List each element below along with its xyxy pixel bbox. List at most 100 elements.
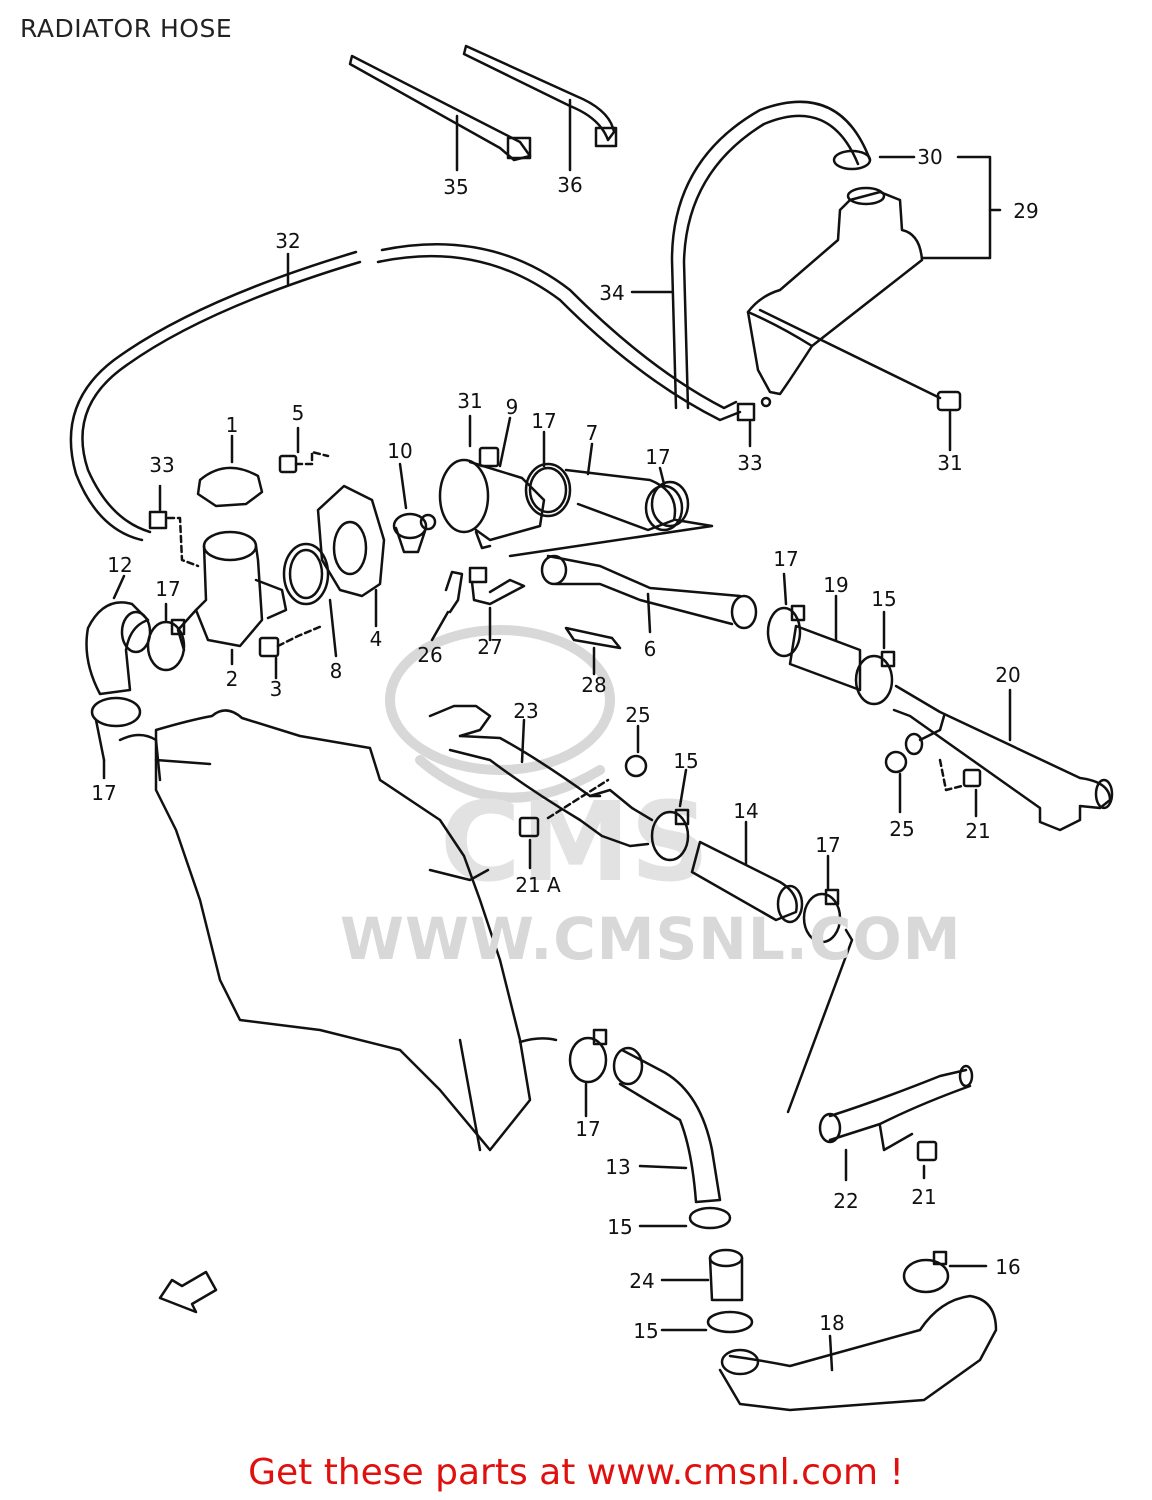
- part-label-17e: 17: [91, 781, 116, 805]
- part-label-32: 32: [275, 229, 300, 253]
- part-label-15c: 15: [607, 1215, 632, 1239]
- watermark-logo-text: CMS: [440, 778, 709, 906]
- hose-13: [612, 1046, 722, 1204]
- part-label-35: 35: [443, 175, 468, 199]
- water-pipe-20: [892, 684, 1114, 832]
- part-label-13: 13: [605, 1155, 630, 1179]
- hose-18: [718, 1294, 998, 1412]
- part-label-1: 1: [226, 413, 239, 437]
- thermostat-housing-9: [438, 416, 546, 550]
- hose-7: [508, 442, 714, 558]
- cable-tie-36: [462, 44, 618, 172]
- part-label-19: 19: [823, 573, 848, 597]
- gasket-8: [282, 542, 338, 658]
- overflow-hose-34: [630, 100, 872, 410]
- clamp-15-right: [854, 610, 896, 706]
- bolt-5: [278, 426, 330, 474]
- part-label-25b: 25: [889, 817, 914, 841]
- part-label-4: 4: [370, 627, 383, 651]
- clamp-15-mid: [650, 768, 690, 862]
- hose-14: [690, 820, 804, 924]
- part-label-9: 9: [506, 395, 519, 419]
- part-label-18: 18: [819, 1311, 844, 1335]
- part-label-33b: 33: [737, 451, 762, 475]
- bolt-31-top: [468, 414, 500, 468]
- breather-hose-32: [69, 242, 742, 542]
- reservoir-tank-29: [746, 149, 1002, 396]
- part-label-17a: 17: [531, 409, 556, 433]
- part-label-10: 10: [387, 439, 412, 463]
- housing-2: [176, 530, 288, 666]
- pipe-24: [660, 1248, 744, 1302]
- diagram-title: RADIATOR HOSE: [20, 14, 233, 43]
- footer-link[interactable]: Get these parts at www.cmsnl.com !: [248, 1452, 904, 1493]
- clamp-17-bottom: [568, 1028, 608, 1118]
- bolt-21-right: [962, 768, 982, 818]
- clamp-17-lower-left: [90, 696, 142, 780]
- part-label-17c: 17: [155, 577, 180, 601]
- part-label-12: 12: [107, 553, 132, 577]
- clamp-16: [902, 1250, 988, 1294]
- bolt-21-bottom: [916, 1140, 938, 1180]
- part-label-31a: 31: [457, 389, 482, 413]
- part-label-7: 7: [586, 421, 599, 445]
- watermark-url: WWW.CMSNL.COM: [340, 905, 962, 973]
- part-label-15b: 15: [673, 749, 698, 773]
- part-label-3: 3: [270, 677, 283, 701]
- part-label-17d: 17: [773, 547, 798, 571]
- sensor-26: [430, 570, 464, 642]
- clamp-17-mid-right: [766, 572, 806, 658]
- part-label-5: 5: [292, 401, 305, 425]
- part-label-8: 8: [330, 659, 343, 683]
- clamp-15-lower: [638, 1206, 732, 1230]
- part-label-14: 14: [733, 799, 758, 823]
- clamp-17-top-a: [524, 430, 572, 518]
- cover-4: [316, 484, 386, 628]
- part-label-29: 29: [1013, 199, 1038, 223]
- washer-25-right: [884, 750, 908, 814]
- label-plate-28: [564, 626, 622, 676]
- hose-19: [788, 594, 862, 692]
- hose-6: [540, 554, 758, 634]
- part-label-28: 28: [581, 673, 606, 697]
- part-label-36: 36: [557, 173, 582, 197]
- clamp-15-bottom: [660, 1310, 754, 1334]
- part-label-15a: 15: [871, 587, 896, 611]
- elbow-hose-12: [85, 574, 152, 696]
- clamp-17-left: [146, 602, 186, 672]
- part-label-21a: 21: [965, 819, 990, 843]
- part-label-27: 27: [477, 635, 502, 659]
- part-label-31b: 31: [937, 451, 962, 475]
- clamp-17-top-b: [650, 466, 690, 528]
- part-label-21A: 21 A: [515, 873, 561, 897]
- sensor-27: [468, 566, 526, 642]
- bolt-3: [258, 624, 324, 680]
- thermostat-10: [392, 462, 437, 554]
- part-label-30: 30: [917, 145, 942, 169]
- thermostat-cap-1: [196, 434, 264, 508]
- part-label-6: 6: [644, 637, 657, 661]
- part-label-17b: 17: [645, 445, 670, 469]
- part-label-22: 22: [833, 1189, 858, 1213]
- clamp-17-right: [786, 854, 854, 1114]
- part-label-21b: 21: [911, 1185, 936, 1209]
- bolt-31-right: [758, 308, 962, 452]
- part-label-33a: 33: [149, 453, 174, 477]
- hose-clip-33: [148, 396, 772, 568]
- part-label-16: 16: [995, 1255, 1020, 1279]
- part-label-15d: 15: [633, 1319, 658, 1343]
- front-arrow-icon: [158, 1270, 218, 1314]
- washer-25-left: [624, 724, 648, 778]
- part-label-2: 2: [226, 667, 239, 691]
- pipe-22: [818, 1064, 974, 1182]
- radiator: [118, 709, 558, 1152]
- part-label-23: 23: [513, 699, 538, 723]
- bolt-21A: [518, 816, 540, 870]
- pipe-23: [428, 704, 654, 848]
- part-label-17g: 17: [575, 1117, 600, 1141]
- part-label-25a: 25: [625, 703, 650, 727]
- part-label-24: 24: [629, 1269, 654, 1293]
- part-label-17f: 17: [815, 833, 840, 857]
